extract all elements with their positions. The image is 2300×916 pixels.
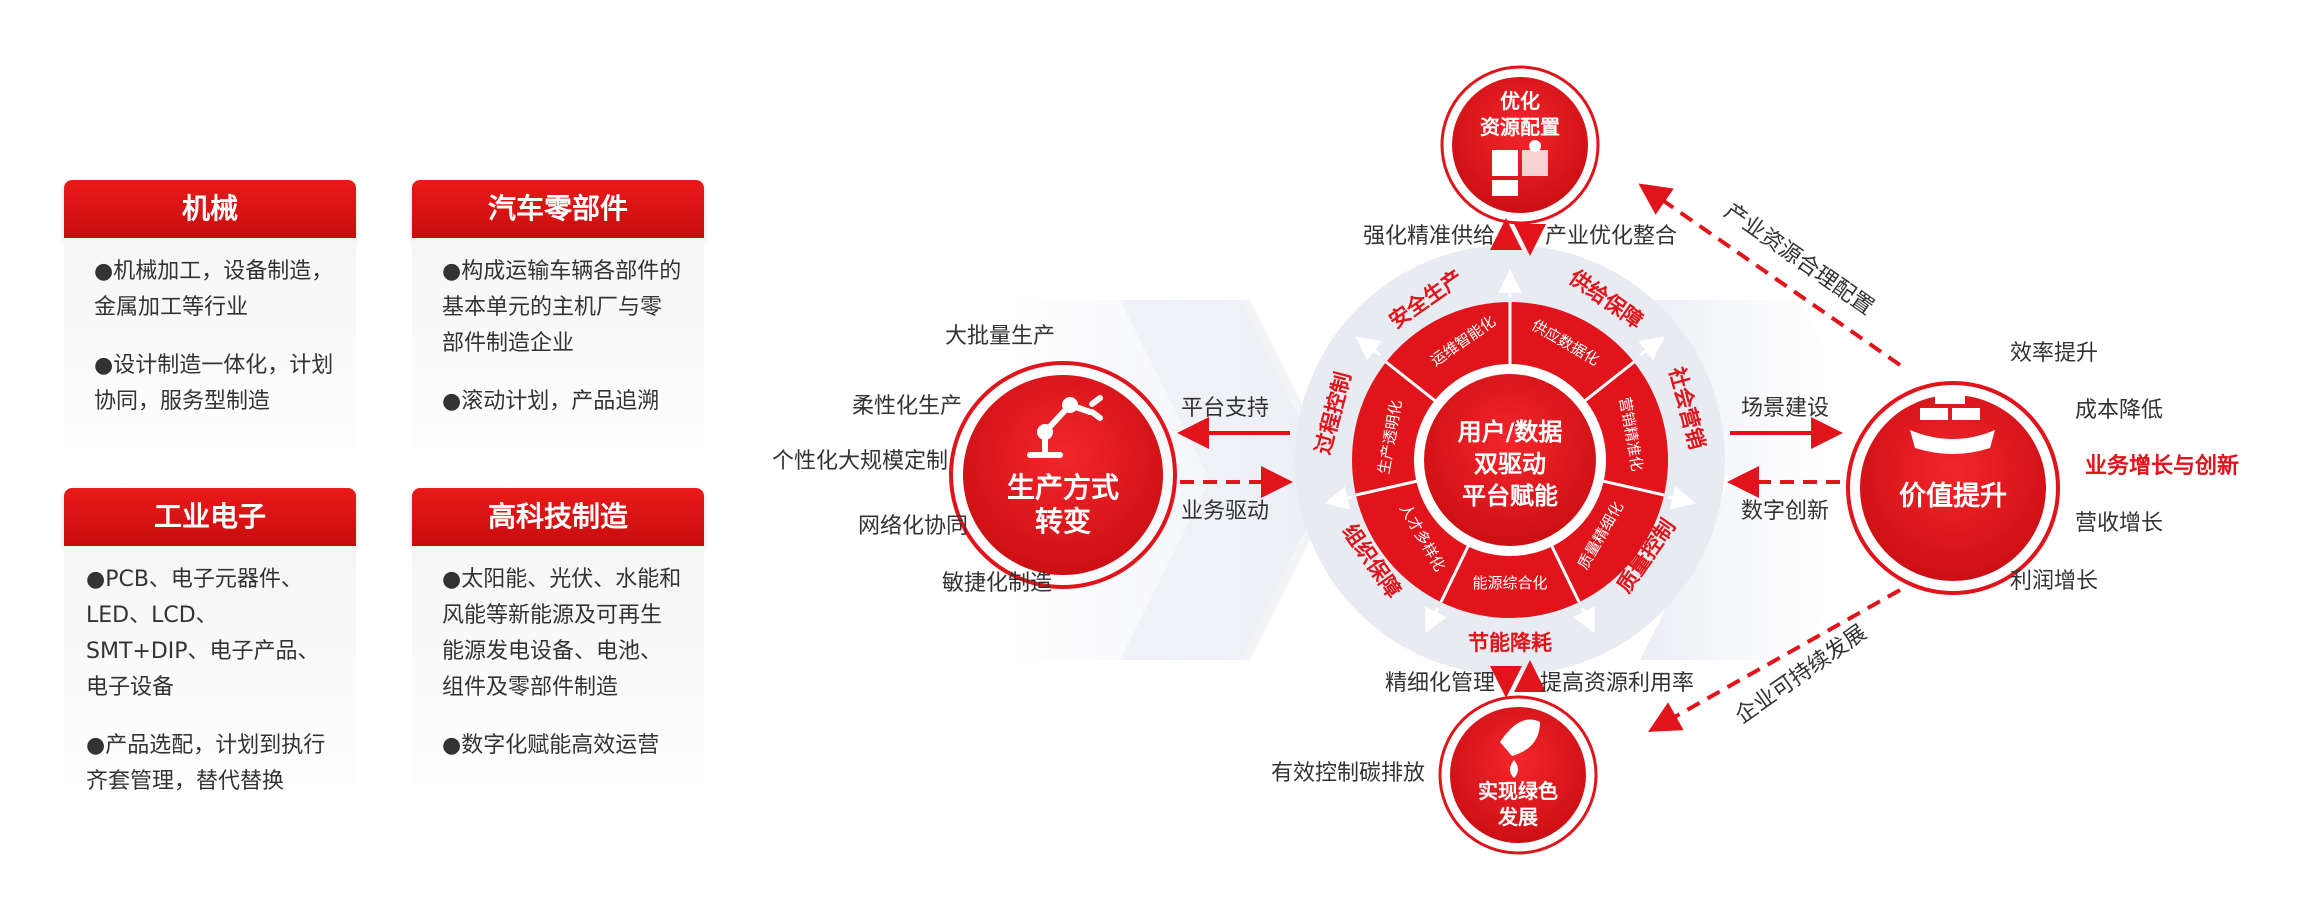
card-item: ●太阳能、光伏、水能和风能等新能源及可再生能源发电设备、电池、组件及零部件制造	[442, 567, 682, 700]
center-line3: 平台赋能	[1462, 482, 1558, 510]
benefit-label: 营收增长	[2075, 511, 2163, 536]
center-line2: 双驱动	[1474, 450, 1546, 478]
benefit-label: 业务增长与创新	[2085, 453, 2239, 479]
arrow-resource-allocation	[1638, 183, 1902, 367]
mode-label: 柔性化生产	[852, 394, 962, 419]
top-left-label: 强化精准供给	[1363, 224, 1495, 249]
bottom-hub	[1450, 707, 1586, 843]
left-hub	[963, 375, 1163, 575]
industry-card-electronics: 工业电子 ●PCB、电子元器件、LED、LCD、SMT+DIP、电子产品、电子设…	[64, 488, 356, 832]
wheel-outward-arrows	[1324, 269, 1696, 634]
arrow-label: 业务驱动	[1181, 499, 1269, 524]
benefit-label: 利润增长	[2010, 569, 2098, 594]
left-hub-line1: 生产方式	[1007, 471, 1119, 504]
card-item: ●机械加工，设备制造，金属加工等行业	[94, 259, 334, 320]
robot-arm-icon	[1027, 395, 1103, 458]
card-title: 工业电子	[64, 488, 356, 546]
card-item: ●滚动计划，产品追溯	[442, 389, 660, 414]
arrow-label: 数字创新	[1741, 499, 1829, 524]
arrow-sustainable	[1648, 588, 1901, 732]
outer-label: 节能降耗	[1468, 631, 1552, 655]
mode-label: 敏捷化制造	[942, 571, 1052, 596]
industry-card-high-tech: 高科技制造 ●太阳能、光伏、水能和风能等新能源及可再生能源发电设备、电池、组件及…	[412, 488, 704, 832]
arrow-label: 平台支持	[1181, 396, 1269, 421]
card-title: 高科技制造	[412, 488, 704, 546]
top-hub-line2: 资源配置	[1480, 115, 1560, 139]
bottom-left-label: 精细化管理	[1385, 671, 1495, 696]
puzzle-icon	[1492, 140, 1548, 196]
mode-label: 个性化大规模定制	[772, 449, 948, 474]
gold-bars-hand-icon	[1910, 392, 1995, 454]
center-line1: 用户/数据	[1458, 418, 1563, 446]
mode-label: 大批量生产	[945, 324, 1055, 349]
top-right-label: 产业优化整合	[1545, 224, 1677, 249]
right-hub	[1860, 395, 2046, 581]
card-item: ●产品选配，计划到执行齐套管理，替代替换	[86, 733, 326, 794]
card-item: ●数字化赋能高效运营	[442, 733, 660, 758]
center-core	[1424, 374, 1596, 546]
left-hub-line2: 转变	[1035, 505, 1091, 538]
leaf-drop-icon	[1500, 719, 1540, 778]
arrow-label: 场景建设	[1741, 396, 1829, 421]
card-title: 机械	[64, 180, 356, 238]
card-item: ●PCB、电子元器件、LED、LCD、SMT+DIP、电子产品、电子设备	[86, 567, 320, 700]
card-item: ●构成运输车辆各部件的基本单元的主机厂与零部件制造企业	[442, 259, 682, 356]
left-hub-ring	[949, 361, 1177, 589]
top-hub	[1452, 77, 1588, 213]
right-hub-label: 价值提升	[1899, 481, 2007, 512]
benefit-label: 效率提升	[2010, 341, 2098, 366]
industry-card-auto-parts: 汽车零部件 ●构成运输车辆各部件的基本单元的主机厂与零部件制造企业 ●滚动计划，…	[412, 180, 704, 492]
right-hub-ring	[1846, 381, 2060, 595]
benefit-label: 成本降低	[2075, 398, 2163, 423]
mode-label: 网络化协同	[858, 514, 968, 539]
card-item: ●设计制造一体化，计划协同，服务型制造	[94, 353, 334, 414]
card-title: 汽车零部件	[412, 180, 704, 238]
bottom-hub-line2: 发展	[1497, 805, 1538, 829]
bottom-hub-line1: 实现绿色	[1478, 779, 1558, 803]
industry-card-machinery: 机械 ●机械加工，设备制造，金属加工等行业 ●设计制造一体化，计划协同，服务型制…	[64, 180, 356, 492]
top-hub-line1: 优化	[1500, 89, 1540, 113]
segment-label: 能源综合化	[1472, 574, 1547, 592]
bottom-right-label: 提高资源利用率	[1540, 671, 1694, 696]
bottom-side-label: 有效控制碳排放	[1271, 761, 1425, 786]
